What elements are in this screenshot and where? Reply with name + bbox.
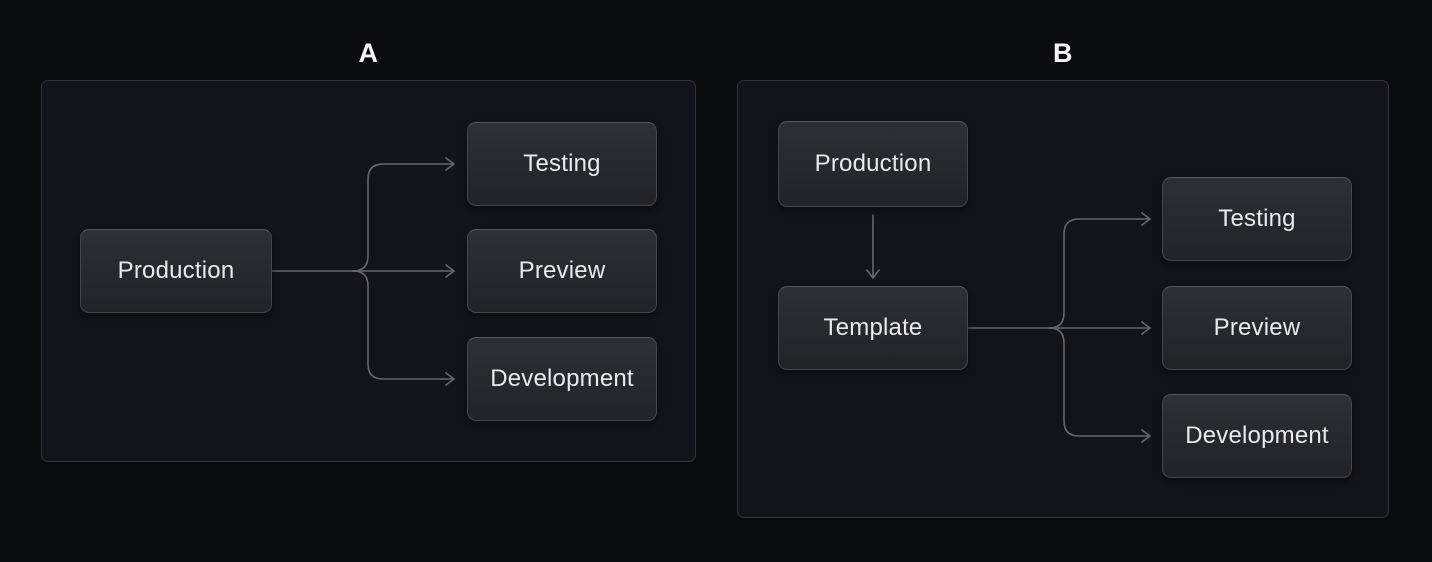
node-preview: Preview: [467, 229, 657, 313]
node-production: Production: [80, 229, 272, 313]
panel-b-wrap: B Production Template Testing: [737, 38, 1389, 520]
node-template-label: Template: [823, 314, 923, 341]
panel-b-label: B: [1053, 38, 1073, 68]
panel-a: Production Testing Preview Development: [41, 80, 696, 462]
node-development: Development: [467, 337, 657, 421]
panel-a-label: A: [358, 38, 379, 68]
node-testing-label: Testing: [1218, 205, 1296, 232]
node-development-label: Development: [1185, 422, 1329, 449]
node-development-label: Development: [490, 365, 634, 392]
arrowhead-icon: [445, 157, 455, 171]
edge-production-testing: [352, 163, 454, 272]
panel-b: Production Template Testing Preview Deve…: [737, 80, 1389, 518]
node-testing: Testing: [1162, 177, 1352, 261]
edge-template-development: [1048, 327, 1150, 437]
node-development: Development: [1162, 394, 1352, 478]
node-testing-label: Testing: [523, 150, 601, 177]
arrowhead-icon: [1141, 321, 1151, 335]
node-testing: Testing: [467, 122, 657, 206]
edge-template-testing: [1048, 218, 1150, 329]
node-preview-label: Preview: [1213, 314, 1301, 341]
node-production-label: Production: [814, 150, 932, 177]
arrowhead-icon: [445, 372, 455, 386]
node-preview-label: Preview: [518, 257, 606, 284]
node-production: Production: [778, 121, 968, 207]
arrowhead-icon: [1141, 212, 1151, 226]
node-production-label: Production: [117, 257, 235, 284]
edge-production-development: [352, 270, 454, 380]
arrowhead-icon: [1141, 429, 1151, 443]
node-preview: Preview: [1162, 286, 1352, 370]
panel-a-wrap: A Production Testing Preview Devel: [41, 38, 696, 464]
arrowhead-icon: [866, 269, 880, 279]
node-template: Template: [778, 286, 968, 370]
arrowhead-icon: [445, 264, 455, 278]
